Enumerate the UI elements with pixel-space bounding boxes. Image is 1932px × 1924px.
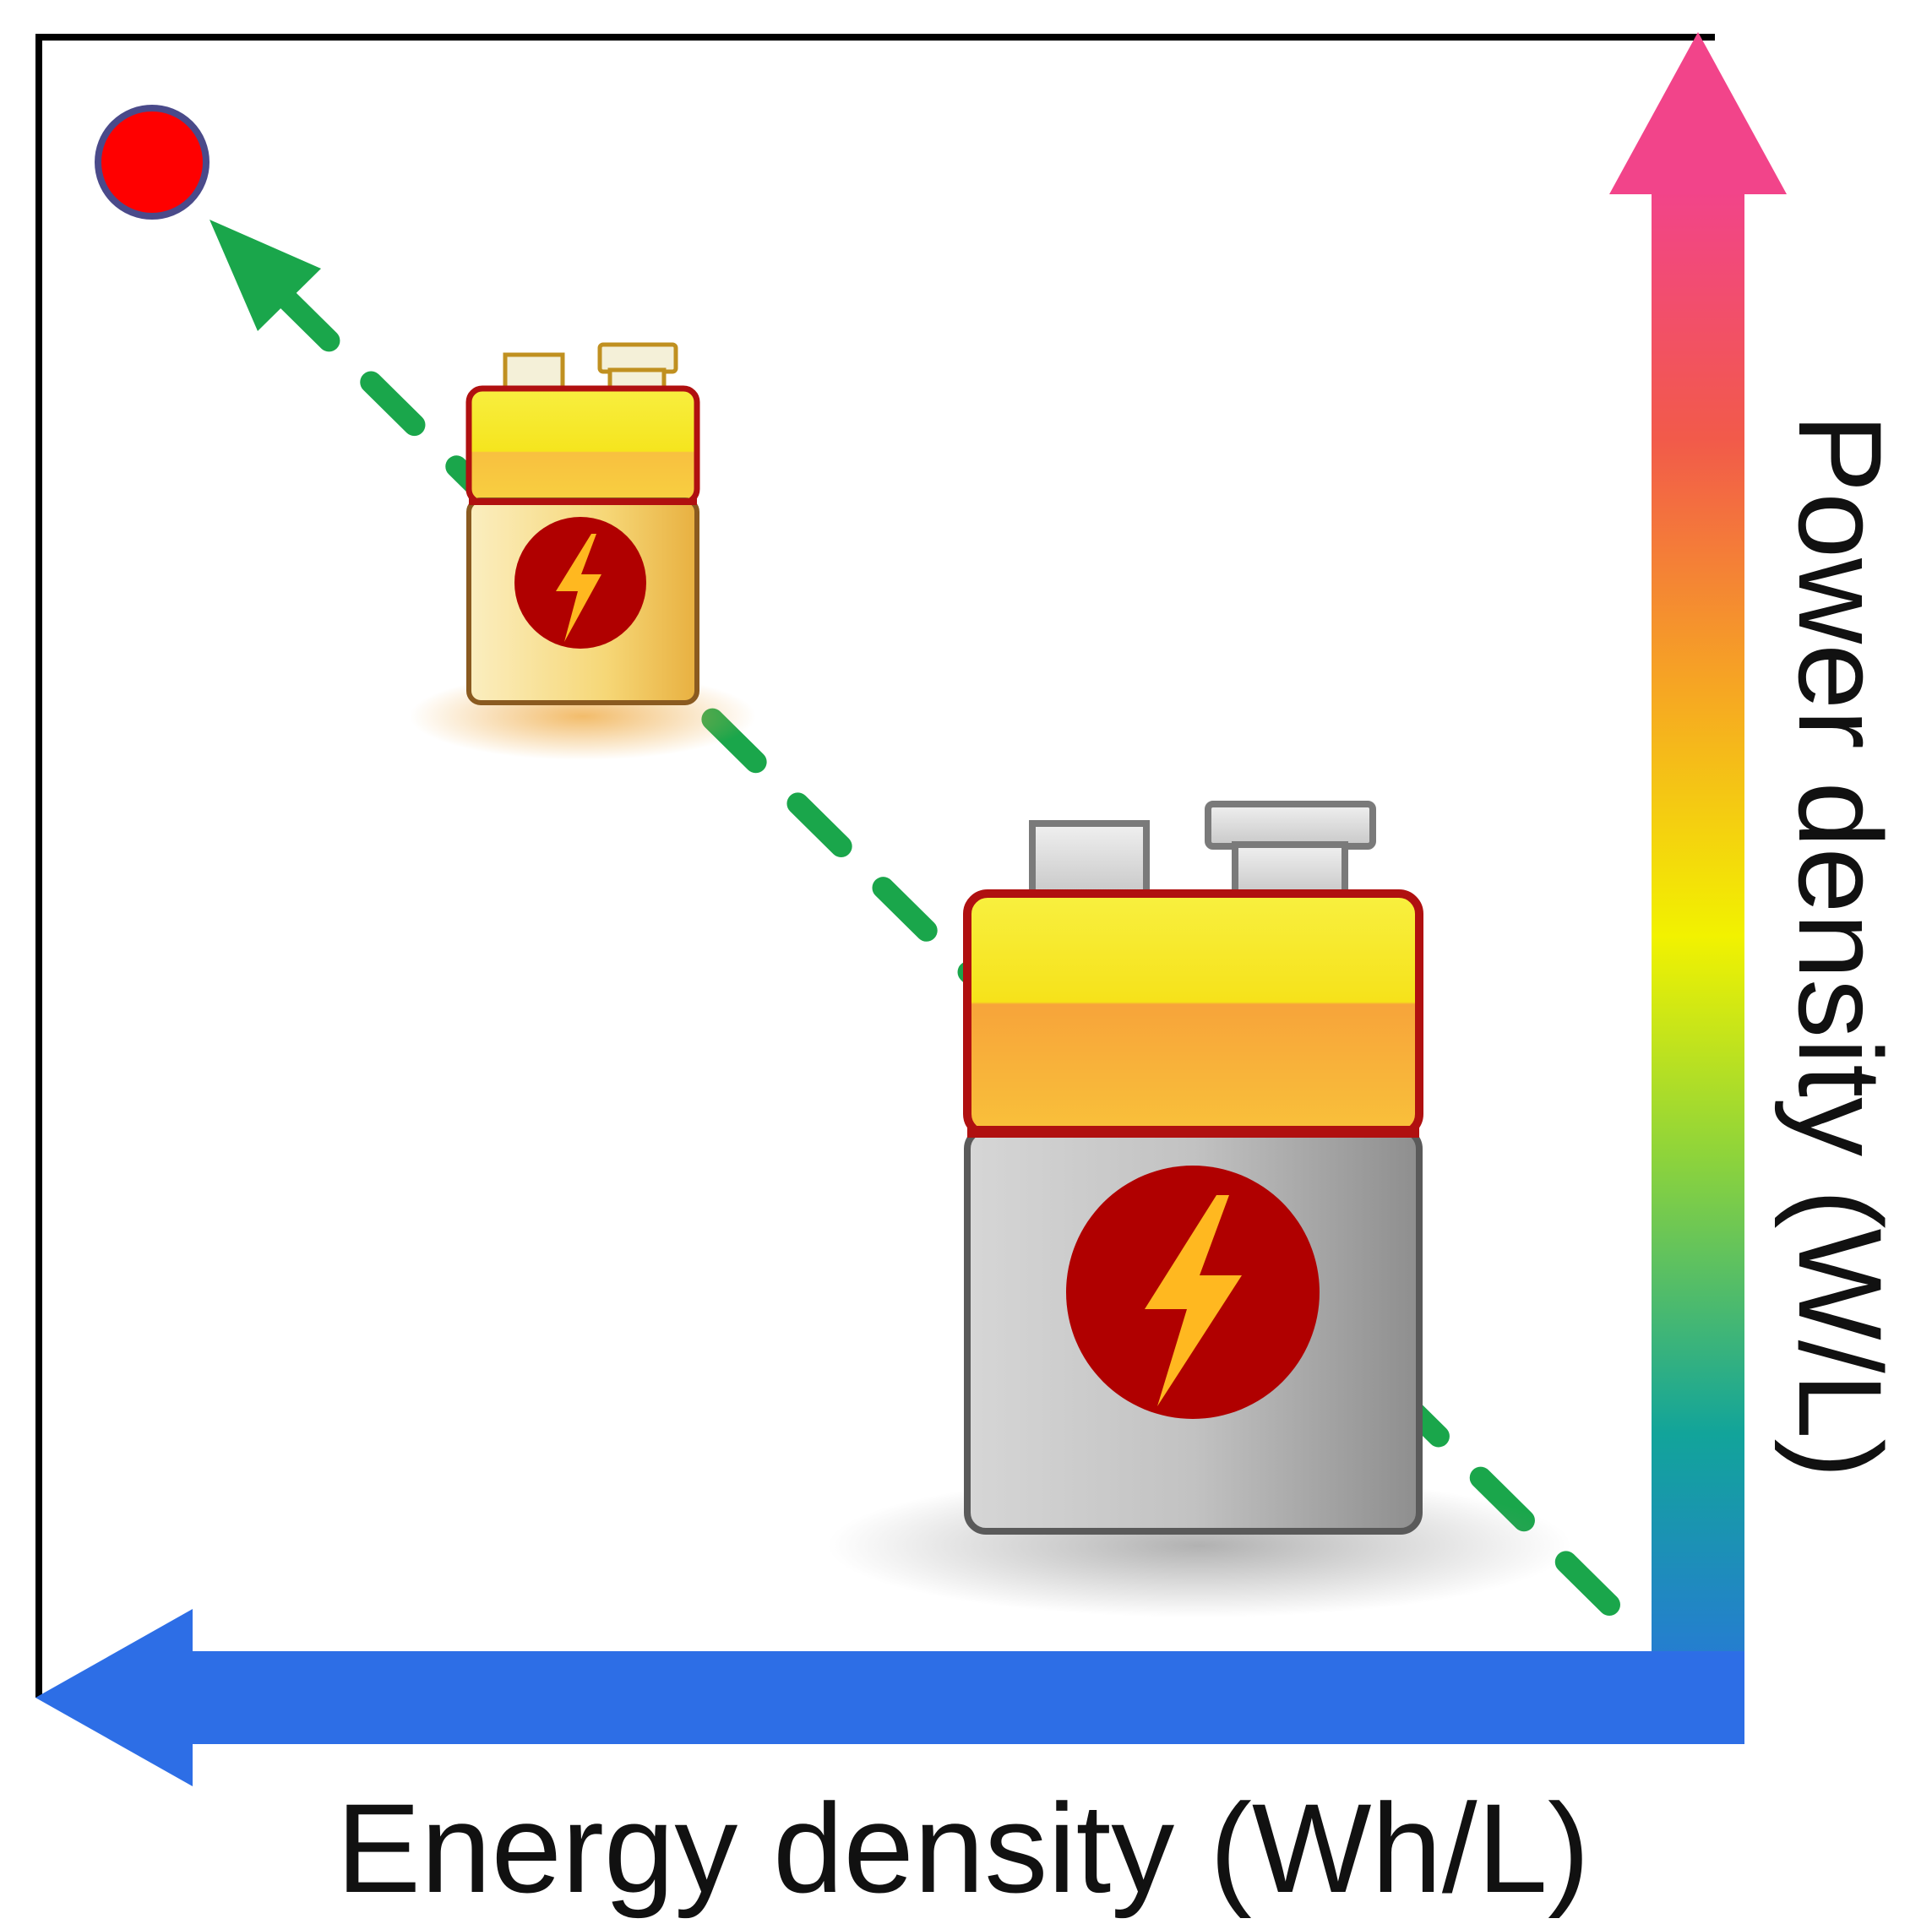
y-axis-label: Power density (W/L) xyxy=(1774,414,1907,1478)
large-battery-icon xyxy=(828,801,1571,1617)
energy-density-arrow xyxy=(35,1609,1744,1786)
plot-frame xyxy=(35,34,1715,1698)
trend-arrowhead xyxy=(210,220,321,331)
small-battery-icon xyxy=(410,342,756,760)
target-point-icon xyxy=(95,105,210,220)
x-axis-label: Energy density (Wh/L) xyxy=(336,1777,1590,1919)
lightning-bolt-icon xyxy=(1145,1195,1242,1406)
power-density-arrow xyxy=(1609,32,1787,1744)
lightning-bolt-icon xyxy=(556,534,601,642)
